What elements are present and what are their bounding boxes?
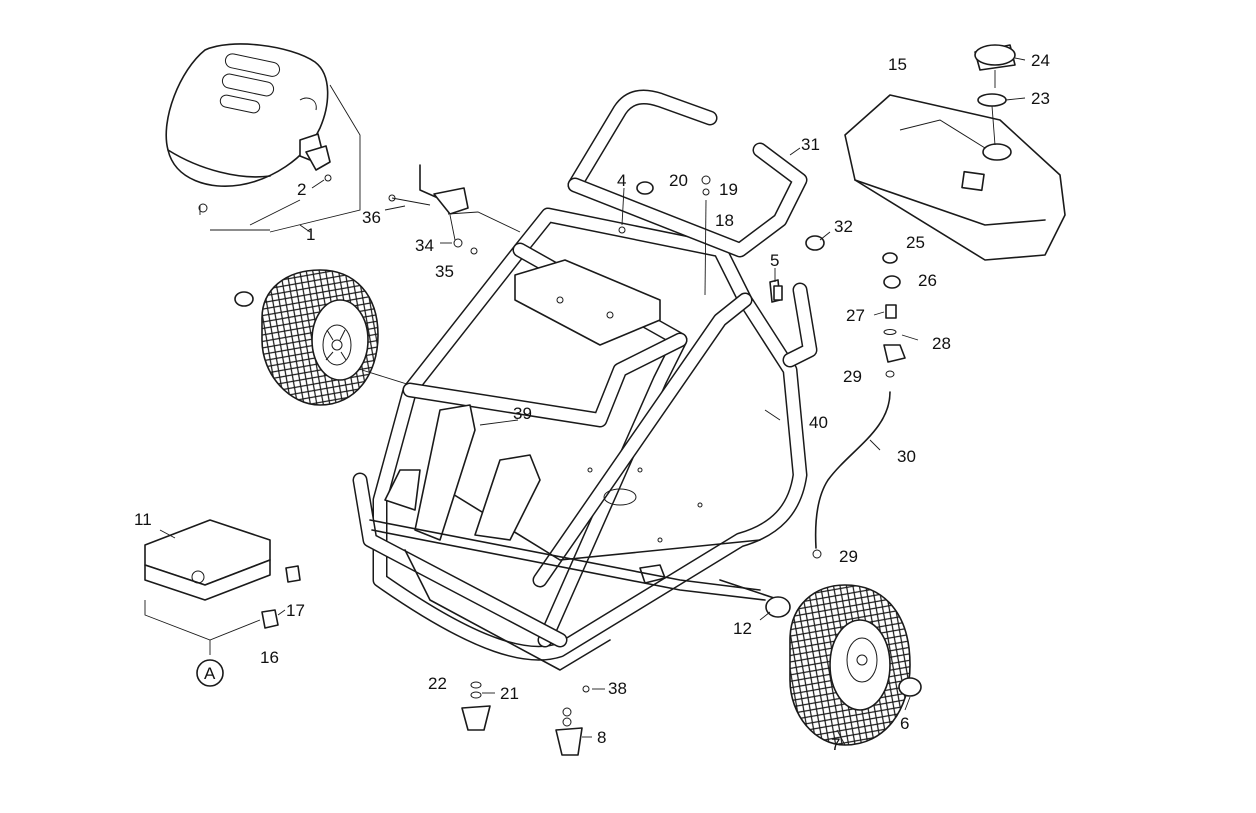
label-part-7: 7 bbox=[831, 735, 840, 754]
label-part-40: 40 bbox=[809, 413, 828, 432]
label-part-24: 24 bbox=[1031, 51, 1050, 70]
label-part-30: 30 bbox=[897, 447, 916, 466]
detail-marker-a bbox=[196, 659, 224, 687]
axle bbox=[369, 404, 766, 601]
label-part-1: 1 bbox=[306, 225, 315, 244]
label-part-39: 39 bbox=[513, 404, 532, 423]
label-part-35: 35 bbox=[435, 262, 454, 281]
foot-left bbox=[461, 681, 491, 731]
wheel-spacer bbox=[765, 596, 791, 618]
label-part-6: 6 bbox=[900, 714, 909, 733]
label-part-5: 5 bbox=[770, 251, 779, 270]
label-part-36: 36 bbox=[362, 208, 381, 227]
rear-wheel-right bbox=[719, 579, 911, 746]
wheel-cap-left bbox=[234, 291, 254, 307]
fuel-fittings bbox=[812, 252, 906, 559]
label-part-16: 16 bbox=[260, 648, 279, 667]
handle-bracket bbox=[388, 164, 521, 255]
label-part-29-lower: 29 bbox=[839, 547, 858, 566]
foot-right bbox=[555, 685, 590, 756]
label-part-25: 25 bbox=[906, 233, 925, 252]
cover-clip bbox=[299, 133, 332, 189]
label-part-38: 38 bbox=[608, 679, 627, 698]
fuel-tank bbox=[844, 94, 1066, 261]
label-part-32: 32 bbox=[834, 217, 853, 236]
label-part-34: 34 bbox=[415, 236, 434, 255]
label-part-18: 18 bbox=[715, 211, 734, 230]
label-part-2: 2 bbox=[297, 180, 306, 199]
label-part-27: 27 bbox=[846, 306, 865, 325]
push-handle bbox=[567, 89, 818, 368]
label-part-15: 15 bbox=[888, 55, 907, 74]
label-part-22: 22 bbox=[428, 674, 447, 693]
label-part-23: 23 bbox=[1031, 89, 1050, 108]
engine-cover bbox=[165, 43, 361, 233]
leader-lines bbox=[159, 57, 1026, 746]
frame bbox=[352, 207, 808, 671]
label-part-26: 26 bbox=[918, 271, 937, 290]
label-part-28: 28 bbox=[932, 334, 951, 353]
label-part-4: 4 bbox=[617, 171, 626, 190]
fuel-cap bbox=[974, 44, 1016, 146]
label-part-8: 8 bbox=[597, 728, 606, 747]
label-part-21: 21 bbox=[500, 684, 519, 703]
marker-a: A bbox=[204, 664, 216, 683]
part-labels: 1 2 4 5 6 7 8 11 12 15 16 17 18 19 20 21… bbox=[134, 51, 1050, 754]
wheel-cap-right bbox=[898, 677, 922, 697]
label-part-11: 11 bbox=[134, 510, 152, 529]
label-part-12: 12 bbox=[733, 619, 752, 638]
base-plate bbox=[144, 519, 301, 655]
label-part-29-upper: 29 bbox=[843, 367, 862, 386]
fasteners bbox=[618, 175, 825, 301]
label-part-19: 19 bbox=[719, 180, 738, 199]
label-part-17: 17 bbox=[286, 601, 305, 620]
label-part-31: 31 bbox=[801, 135, 820, 154]
label-part-20: 20 bbox=[669, 171, 688, 190]
rear-wheel-left bbox=[261, 269, 411, 406]
